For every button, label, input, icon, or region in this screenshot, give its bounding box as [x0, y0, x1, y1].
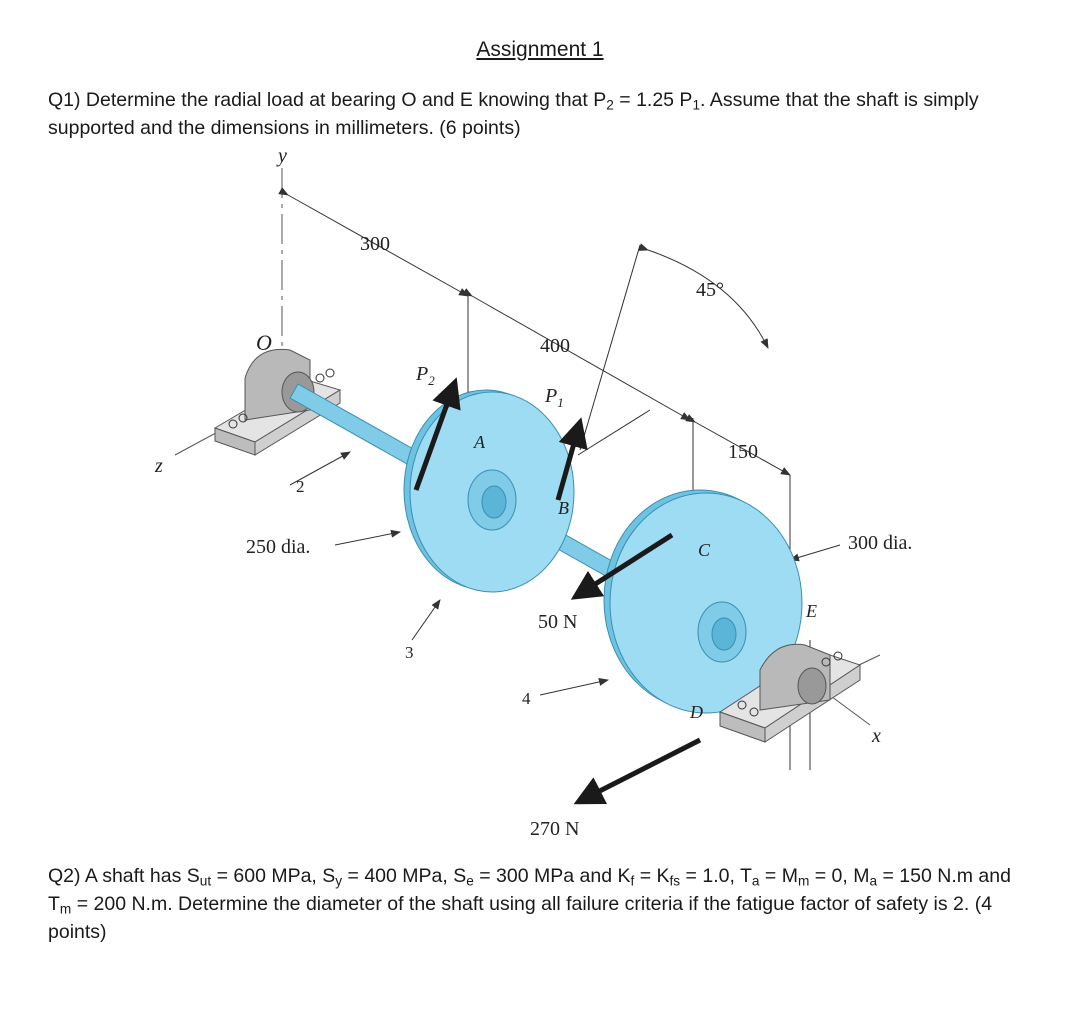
point-e-label: E — [805, 601, 817, 621]
point-a-label: A — [473, 432, 486, 452]
question-2: Q2) A shaft has Sut = 600 MPa, Sy = 400 … — [48, 865, 1011, 943]
dimension-300-label: 300 — [360, 233, 390, 255]
axis-y-label: y — [276, 145, 287, 167]
point-c-label: C — [698, 540, 711, 560]
force-p2-label: P2 — [415, 363, 435, 388]
callout-2-label: 2 — [296, 477, 305, 496]
force-p2-arrow — [413, 377, 461, 491]
axis-x-label: x — [871, 725, 881, 747]
force-p1-arrow — [555, 417, 588, 501]
point-b-label: B — [558, 498, 569, 518]
force-p1-label: P1 — [544, 385, 564, 410]
dimension-lines — [278, 187, 841, 770]
shaft-diagram: y z x — [154, 145, 912, 840]
dimension-150-label: 150 — [728, 441, 758, 463]
force-arrows — [413, 377, 702, 805]
assignment-title: Assignment 1 — [476, 38, 604, 61]
force-270n-arrow — [573, 737, 702, 805]
gear-ab — [403, 389, 575, 593]
question-1: Q1) Determine the radial load at bearing… — [48, 89, 979, 139]
angle-label: 45° — [696, 279, 724, 301]
force-270n-label: 270 N — [530, 818, 579, 840]
axis-z-label: z — [154, 455, 163, 477]
callout-3-label: 3 — [405, 643, 414, 662]
diameter-300-label: 300 dia. — [848, 532, 912, 554]
point-o-label: O — [256, 330, 272, 355]
diameter-250-label: 250 dia. — [246, 536, 310, 558]
force-50n-label: 50 N — [538, 611, 577, 633]
bearing-e — [718, 643, 862, 743]
point-d-label: D — [689, 702, 703, 722]
bearing-o — [213, 348, 342, 456]
callout-4-label: 4 — [522, 689, 531, 708]
force-50n-arrow — [570, 532, 674, 600]
dimension-400-label: 400 — [540, 335, 570, 357]
